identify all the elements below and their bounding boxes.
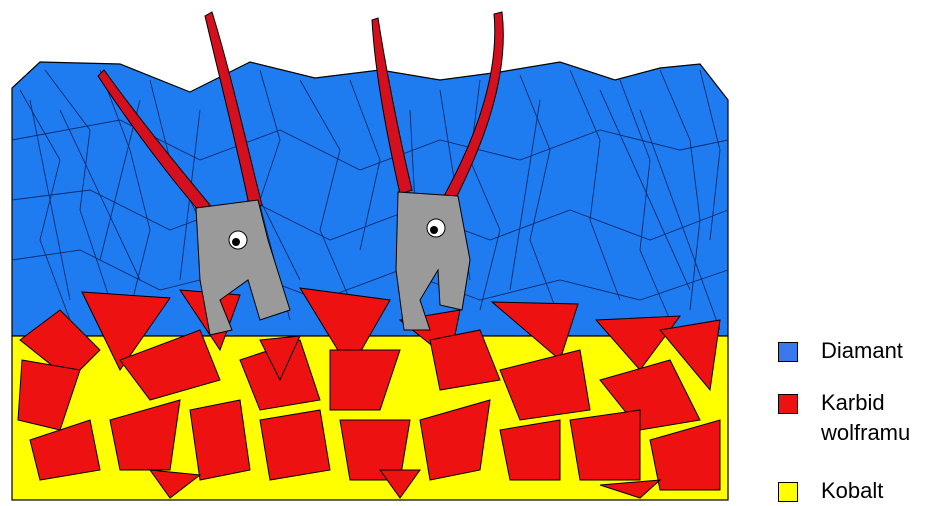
legend-label-carbide: Karbid wolframu	[821, 388, 910, 448]
carbide-swatch	[778, 394, 798, 414]
diamond-swatch	[778, 342, 798, 362]
cobalt-swatch	[778, 482, 798, 502]
legend-label-diamond: Diamant	[821, 336, 903, 366]
